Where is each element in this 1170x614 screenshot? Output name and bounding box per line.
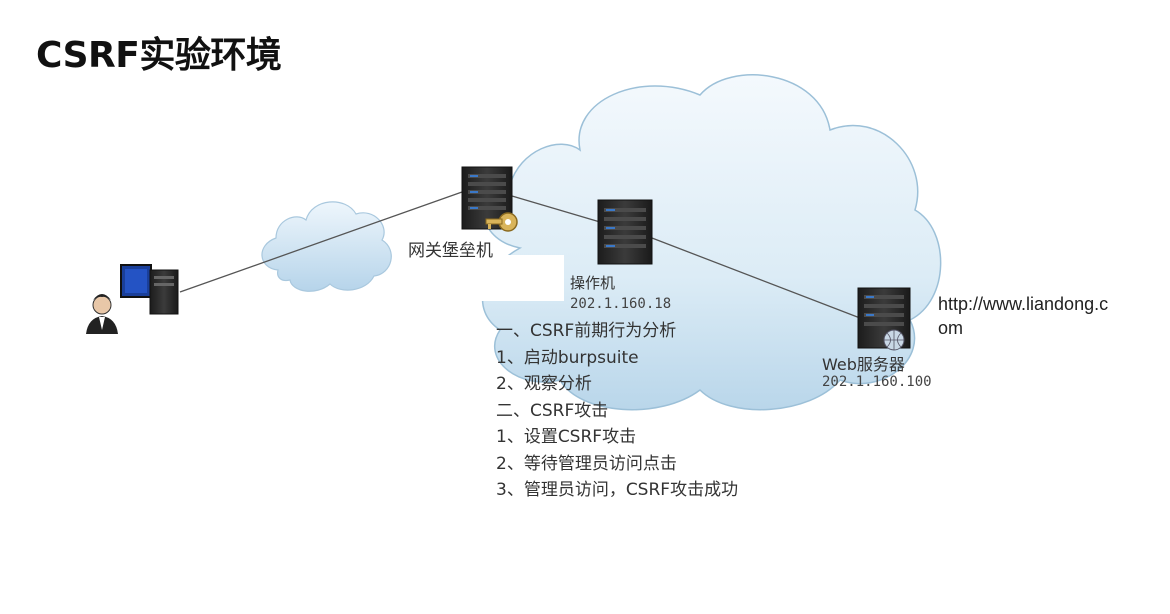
operator-ip: 202.1.160.18: [570, 296, 672, 312]
operator-server-icon: [597, 199, 653, 265]
internet-cloud-large: [481, 74, 942, 411]
key-icon: [485, 212, 518, 232]
user-icon: [86, 294, 118, 334]
link-operator-webserver: [651, 237, 861, 319]
step-item: 3、管理员访问，CSRF攻击成功: [496, 480, 739, 500]
web-server-url: http://www.liandong.com: [938, 294, 1109, 338]
web-server-label: Web服务器: [822, 355, 905, 374]
workstation-icon: [120, 264, 179, 315]
step-item: 2、观察分析: [496, 374, 592, 394]
link-gateway-operator: [511, 195, 601, 223]
network-links: [179, 191, 861, 319]
step-item: 1、设置CSRF攻击: [496, 427, 637, 447]
page-title: CSRF实验环境: [36, 35, 282, 76]
step-list: 一、CSRF前期行为分析 1、启动burpsuite 2、观察分析 二、CSRF…: [496, 318, 766, 504]
web-server-ip: 202.1.160.100: [822, 374, 932, 390]
internet-cloud-small: [261, 201, 392, 292]
step-item: 二、CSRF攻击: [496, 400, 609, 421]
operator-label: 操作机: [570, 274, 616, 292]
step-item: 1、启动burpsuite: [496, 347, 639, 368]
web-server-icon: [857, 287, 911, 351]
gateway-label: 网关堡垒机: [408, 241, 493, 261]
step-item: 一、CSRF前期行为分析: [496, 321, 677, 341]
step-item: 2、等待管理员访问点击: [496, 453, 677, 474]
blank-panel: [466, 255, 564, 301]
link-user-gateway: [179, 191, 463, 293]
